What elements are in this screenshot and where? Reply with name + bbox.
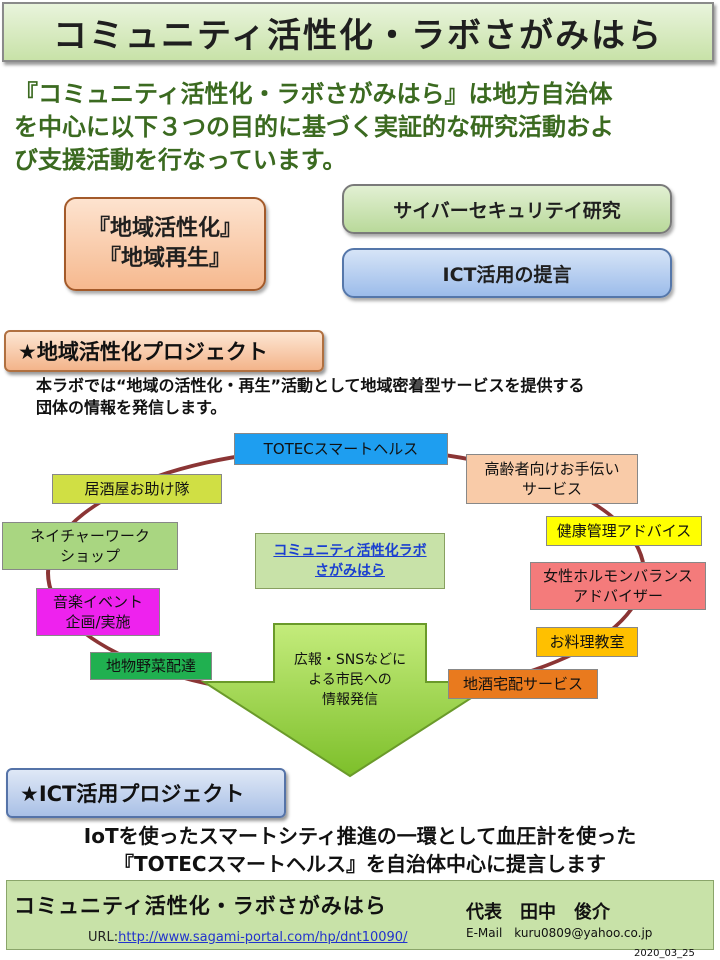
footer-representative: 代表 田中 俊介 bbox=[466, 902, 610, 923]
footer-email: E-Mail kuru0809@yahoo.co.jp bbox=[466, 926, 653, 940]
service-elderly-line: 高齢者向けお手伝い bbox=[484, 460, 620, 478]
footer-organization: コミュニティ活性化・ラボさがみはら bbox=[14, 894, 387, 918]
goal-cyber-security: サイバーセキュリテイ研究 bbox=[342, 184, 672, 234]
intro-line: 『コミュニティ活性化・ラボさがみはら』は地方自治体 bbox=[14, 80, 613, 108]
section-ict-project-text: IoTを使ったスマートシティ推進の一環として血圧計を使った 『TOTECスマート… bbox=[0, 822, 720, 878]
service-hormone-line: 女性ホルモンバランス bbox=[543, 567, 693, 585]
goal-main-line: 『地域活性化』 bbox=[87, 216, 242, 241]
page-title: コミュニティ活性化・ラボさがみはら bbox=[2, 2, 714, 62]
service-music-line: 企画/実施 bbox=[65, 613, 131, 631]
section2-line: 『TOTECスマートヘルス』を自治体中心に提言します bbox=[113, 852, 607, 876]
service-music-event: 音楽イベント 企画/実施 bbox=[36, 588, 160, 636]
arrow-text: 広報・SNSなどに よる市民への 情報発信 bbox=[282, 650, 418, 710]
goal-main-line: 『地域再生』 bbox=[98, 246, 231, 271]
service-nature-line: ネイチャーワーク bbox=[30, 527, 150, 545]
center-lab-line: さがみはら bbox=[315, 563, 385, 579]
service-elderly-help: 高齢者向けお手伝い サービス bbox=[466, 454, 638, 504]
section-regional-project-heading: ★地域活性化プロジェクト bbox=[4, 330, 324, 372]
footer-url-label: URL: bbox=[88, 930, 119, 945]
service-izakaya-help: 居酒屋お助け隊 bbox=[52, 474, 222, 504]
center-lab-line: コミュニティ活性化ラボ bbox=[273, 543, 427, 559]
service-local-sake-delivery: 地酒宅配サービス bbox=[448, 669, 598, 699]
intro-line: を中心に以下３つの目的に基づく実証的な研究活動およ bbox=[14, 113, 614, 141]
intro-line: び支援活動を行なっています。 bbox=[14, 146, 347, 174]
section1-line: 団体の情報を発信します。 bbox=[36, 398, 227, 417]
goal-regional-revitalization: 『地域活性化』 『地域再生』 bbox=[64, 197, 266, 291]
service-nature-workshop: ネイチャーワーク ショップ bbox=[2, 522, 178, 570]
service-elderly-line: サービス bbox=[521, 480, 582, 498]
arrow-line: 広報・SNSなどに bbox=[293, 652, 407, 668]
section-regional-project-text: 本ラボでは“地域の活性化・再生”活動として地域密着型サービスを提供する 団体の情… bbox=[36, 375, 706, 419]
footer-panel bbox=[6, 880, 714, 950]
document-date: 2020_03_25 bbox=[634, 948, 695, 959]
service-nature-line: ショップ bbox=[59, 547, 120, 565]
service-cooking-class: お料理教室 bbox=[536, 627, 638, 657]
service-hormone-advisor: 女性ホルモンバランス アドバイザー bbox=[530, 562, 706, 610]
arrow-line: よる市民への bbox=[308, 672, 392, 688]
service-music-line: 音楽イベント bbox=[52, 593, 143, 611]
footer-url-row: URL:http://www.sagami-portal.com/hp/dnt1… bbox=[88, 930, 407, 945]
footer-url-link[interactable]: http://www.sagami-portal.com/hp/dnt10090… bbox=[118, 930, 408, 945]
service-totec-smart-health: TOTECスマートヘルス bbox=[234, 433, 448, 465]
center-lab-link[interactable]: コミュニティ活性化ラボ さがみはら bbox=[255, 533, 445, 589]
service-local-vegetables: 地物野菜配達 bbox=[90, 652, 212, 680]
service-health-advice: 健康管理アドバイス bbox=[546, 516, 702, 546]
intro-paragraph: 『コミュニティ活性化・ラボさがみはら』は地方自治体 を中心に以下３つの目的に基づ… bbox=[14, 78, 714, 177]
service-hormone-line: アドバイザー bbox=[572, 587, 663, 605]
section-ict-project-heading: ★ICT活用プロジェクト bbox=[6, 768, 286, 818]
downward-arrow-shape bbox=[200, 623, 500, 778]
section2-line: IoTを使ったスマートシティ推進の一環として血圧計を使った bbox=[83, 824, 637, 848]
section1-line: 本ラボでは“地域の活性化・再生”活動として地域密着型サービスを提供する bbox=[36, 376, 585, 395]
arrow-line: 情報発信 bbox=[322, 692, 378, 708]
goal-ict-proposal: ICT活用の提言 bbox=[342, 248, 672, 298]
